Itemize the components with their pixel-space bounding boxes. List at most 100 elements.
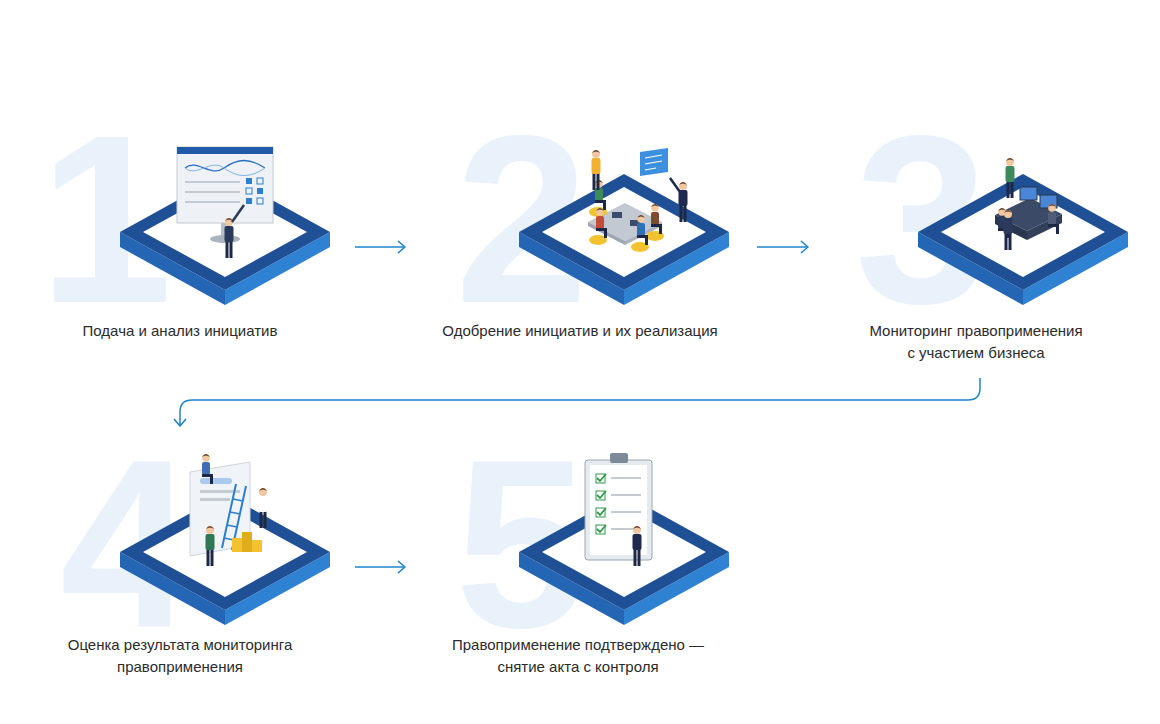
checklist-scene-part	[611, 528, 641, 530]
meeting-scene-part	[637, 215, 648, 245]
flow-arrow	[355, 561, 405, 573]
meeting-scene-part	[645, 168, 656, 170]
platform-2	[519, 174, 729, 305]
meeting-scene-part	[592, 150, 601, 190]
monitor-scene-part	[185, 201, 240, 203]
meeting-scene-part	[588, 203, 662, 241]
monitor-scene-part	[177, 147, 273, 154]
process-step: 2Одобрение инициатив и их реализация	[405, 120, 757, 378]
evaluation-scene-part	[233, 499, 243, 501]
office-scene-part	[1020, 187, 1037, 200]
arrow-head	[174, 419, 186, 426]
meeting-scene	[588, 148, 688, 252]
platform-5	[519, 494, 729, 625]
checklist-scene-part	[590, 465, 647, 555]
monitor-scene	[177, 147, 273, 258]
monitor-scene-part	[257, 188, 263, 194]
office-scene-part	[1006, 158, 1015, 198]
step-caption: Мониторинг правоприменения с участием би…	[846, 320, 1106, 364]
evaluation-scene-part	[230, 512, 240, 514]
office-scene	[995, 158, 1062, 250]
monitor-scene-part	[225, 218, 234, 258]
platform-2-part	[519, 174, 729, 305]
office-scene-part	[995, 215, 1027, 240]
platform-1	[120, 174, 330, 305]
office-scene-part	[1040, 195, 1057, 208]
meeting-scene-part	[631, 242, 649, 252]
meeting-scene-part	[596, 208, 607, 238]
monitor-scene-part	[246, 178, 252, 184]
step-number: 1	[39, 99, 172, 339]
evaluation-scene-part	[206, 526, 215, 566]
evaluation-scene-part	[190, 462, 250, 556]
platform-4	[120, 494, 330, 625]
evaluation-scene-part	[222, 484, 236, 548]
monitor-scene-part	[257, 198, 263, 204]
meeting-scene-part	[589, 207, 607, 217]
checklist-scene-part	[585, 460, 652, 560]
checklist-scene-part	[611, 494, 641, 496]
monitor-scene-part	[185, 181, 240, 183]
platform-5-part	[519, 494, 729, 625]
platform-3-part	[918, 174, 1128, 305]
meeting-scene-part	[625, 222, 662, 245]
meeting-scene-part	[640, 148, 668, 176]
meeting-scene-part	[646, 231, 664, 241]
connector-line	[757, 246, 808, 248]
meeting-scene-part	[645, 161, 662, 164]
checklist-scene-part	[596, 474, 605, 483]
evaluation-scene-part	[200, 490, 240, 493]
step-number: 3	[855, 99, 988, 339]
process-step: 4Оценка результата мониторинга правоприм…	[45, 426, 355, 676]
monitor-scene-part	[257, 178, 263, 184]
meeting-scene-part	[595, 180, 606, 210]
checklist-scene-part	[611, 477, 641, 479]
step-number: 4	[60, 424, 193, 664]
monitor-scene-part	[232, 205, 244, 222]
monitor-scene-part	[185, 191, 240, 193]
flow-arrow	[174, 378, 980, 426]
meeting-scene-part	[679, 182, 688, 222]
meeting-scene-part	[612, 212, 622, 218]
meeting-scene-part	[651, 204, 662, 234]
meeting-scene-part	[588, 222, 625, 245]
meeting-scene-part	[589, 235, 607, 245]
evaluation-scene-part	[227, 525, 237, 527]
meeting-scene-part	[630, 220, 640, 226]
monitor-scene-part	[185, 161, 265, 171]
evaluation-scene-part	[259, 488, 268, 528]
office-scene-part	[1004, 210, 1013, 250]
office-scene-part	[1027, 214, 1062, 240]
step-caption: Оценка результата мониторинга правоприме…	[50, 634, 310, 678]
platform-4-part	[120, 494, 330, 625]
monitor-scene-part	[246, 188, 252, 194]
evaluation-scene-part	[224, 538, 234, 540]
evaluation-scene-part	[232, 486, 246, 550]
process-step: 3Мониторинг правоприменения с участием б…	[808, 120, 1130, 378]
evaluation-scene-part	[200, 498, 230, 501]
platform-1-part	[120, 174, 330, 305]
checklist-scene-part	[597, 474, 606, 532]
evaluation-scene-part	[202, 454, 213, 484]
step-caption: Одобрение инициатив и их реализация	[408, 320, 753, 342]
checklist-scene-part	[611, 511, 641, 513]
arrow-head	[801, 241, 808, 253]
checklist-scene-part	[596, 508, 605, 517]
process-step: 5Правоприменение подтверждено — снятие а…	[405, 426, 757, 676]
step-caption: Подача и анализ инициатив	[30, 320, 330, 342]
monitor-scene-part	[246, 198, 252, 204]
step-number: 5	[455, 424, 588, 664]
office-scene-part	[995, 198, 1062, 231]
evaluation-scene-part	[252, 540, 262, 552]
arrow-head	[398, 561, 405, 573]
evaluation-scene-part	[242, 532, 252, 552]
step-number: 2	[455, 99, 588, 339]
connector-line	[355, 566, 405, 568]
process-step: 1Подача и анализ инициатив	[45, 120, 355, 378]
meeting-scene-part	[670, 178, 680, 192]
connector-line	[180, 378, 980, 426]
meeting-scene-part	[645, 155, 662, 158]
office-scene-part	[1048, 204, 1059, 234]
checklist-scene-part	[633, 526, 642, 566]
